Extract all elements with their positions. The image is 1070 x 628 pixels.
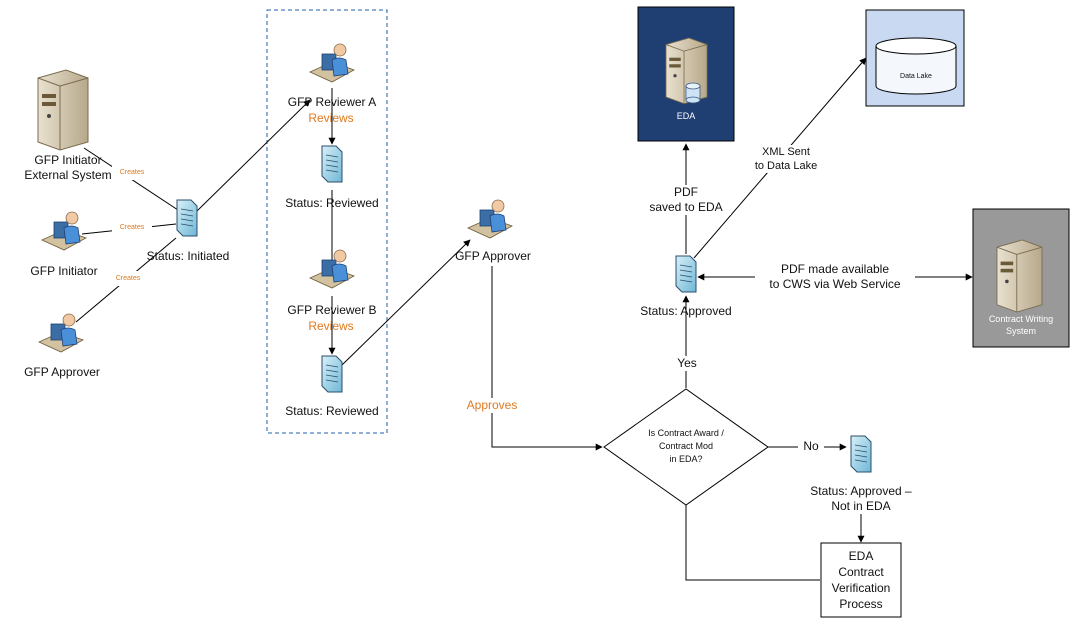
creates-label-1: Creates — [112, 165, 152, 180]
edge-verification-to-decision — [682, 496, 820, 581]
approver-left-label: GFP Approver — [24, 365, 100, 379]
server-icon — [37, 69, 89, 151]
database-icon — [685, 82, 701, 104]
reviewer-a-label: GFP Reviewer A — [287, 95, 377, 109]
approves-label: Approves — [462, 398, 522, 413]
user-at-computer-icon — [309, 43, 355, 83]
creates-label-3: Creates — [108, 271, 148, 286]
status-reviewed-2-label: Status: Reviewed — [285, 404, 379, 418]
document-icon — [321, 145, 343, 183]
server-icon — [996, 239, 1043, 313]
document-icon — [675, 255, 697, 293]
approver-mid-label: GFP Approver — [455, 249, 531, 263]
decision-diamond — [603, 388, 769, 506]
creates-label-2: Creates — [112, 220, 152, 235]
edge-reviewed-to-approver — [341, 239, 471, 366]
document-icon — [176, 199, 198, 237]
reviewer-a-action-label: Reviews — [308, 111, 354, 125]
no-label: No — [798, 439, 824, 454]
pdf-to-cws-label: PDF made available to CWS via Web Servic… — [755, 262, 915, 292]
document-icon — [321, 355, 343, 393]
user-at-computer-icon — [41, 211, 87, 251]
decision-label: Is Contract Award / Contract Mod in EDA? — [648, 428, 724, 464]
cws-label: Contract Writing System — [988, 314, 1054, 336]
status-reviewed-1-label: Status: Reviewed — [285, 196, 379, 210]
edge-initiated-to-reviewer-a — [195, 99, 311, 213]
data-lake-label: Data Lake — [900, 73, 932, 80]
reviewer-b-label: GFP Reviewer B — [287, 303, 377, 317]
reviewer-b-action-label: Reviews — [308, 319, 354, 333]
user-at-computer-icon — [467, 199, 513, 239]
initiator-label: GFP Initiator — [30, 264, 98, 278]
verification-label: EDA Contract Verification Process — [831, 549, 891, 611]
pdf-to-eda-label: PDF saved to EDA — [641, 185, 731, 215]
status-not-in-eda-label: Status: Approved – Not in EDA — [810, 484, 912, 513]
reviewer-group-box — [266, 9, 388, 434]
edge-approver-to-decision — [491, 266, 603, 451]
verification-box — [820, 542, 902, 618]
status-initiated-label: Status: Initiated — [146, 249, 230, 263]
user-at-computer-icon — [38, 313, 84, 353]
status-approved-label: Status: Approved — [640, 304, 732, 318]
yes-label: Yes — [672, 356, 702, 371]
document-icon — [850, 435, 872, 473]
database-icon — [875, 37, 957, 95]
initiator-system-label: GFP Initiator External System — [24, 153, 112, 182]
xml-to-lake-label: XML Sent to Data Lake — [748, 145, 824, 173]
eda-label: EDA — [676, 111, 696, 121]
